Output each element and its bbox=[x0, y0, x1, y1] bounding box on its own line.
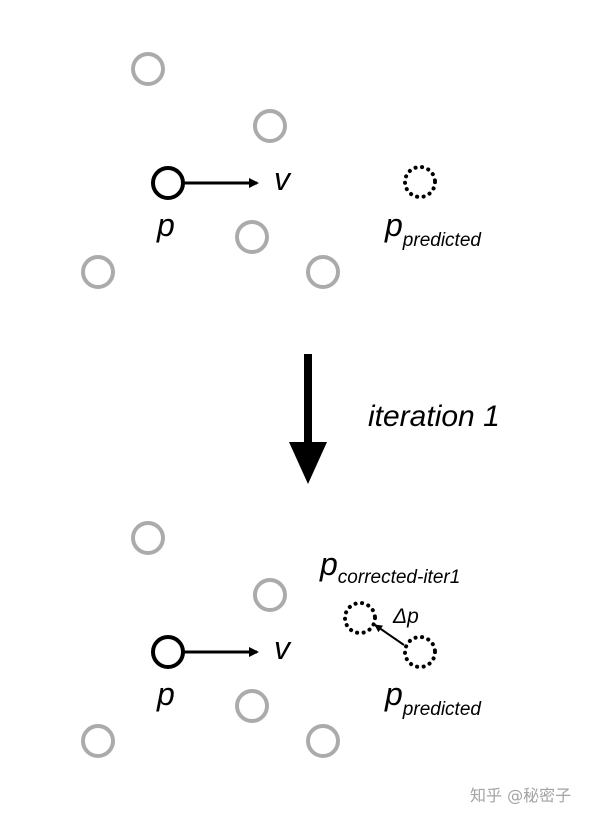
iteration-label: iteration 1 bbox=[368, 400, 500, 433]
predicted-label-subscript: predicted bbox=[402, 230, 483, 251]
predicted-label: ppredicted bbox=[384, 676, 482, 720]
corrected-particle bbox=[343, 601, 377, 635]
neighbor-particle bbox=[306, 724, 340, 758]
neighbor-particle bbox=[235, 220, 269, 254]
particle-p bbox=[151, 635, 185, 669]
watermark: 知乎 @秘密子 bbox=[470, 786, 571, 805]
predicted-particle bbox=[403, 165, 437, 199]
position-label: p bbox=[156, 676, 175, 712]
predicted-label-subscript: predicted bbox=[402, 699, 483, 720]
predicted-particle bbox=[403, 635, 437, 669]
corrected-label-base: p bbox=[319, 546, 338, 582]
neighbor-particle bbox=[306, 255, 340, 289]
neighbor-particle bbox=[253, 109, 287, 143]
velocity-label: v bbox=[274, 161, 292, 197]
predicted-label-base: p bbox=[384, 207, 403, 243]
iteration-arrow-head bbox=[289, 442, 327, 484]
neighbor-particle bbox=[81, 724, 115, 758]
neighbor-particle bbox=[253, 578, 287, 612]
neighbor-particle bbox=[81, 255, 115, 289]
iteration-transition: iteration 1 bbox=[289, 354, 500, 484]
velocity-label: v bbox=[274, 630, 292, 666]
neighbor-particle bbox=[131, 52, 165, 86]
predicted-label: ppredicted bbox=[384, 207, 482, 251]
corrected-label: pcorrected-iter1 bbox=[319, 546, 460, 588]
bottom-panel: v p pcorrected-iter1 Δp ppredicted bbox=[81, 521, 482, 758]
iteration-arrow-shaft bbox=[304, 354, 312, 446]
position-label: p bbox=[156, 207, 175, 243]
neighbor-particle bbox=[235, 689, 269, 723]
delta-p-label: Δp bbox=[392, 605, 419, 628]
neighbor-particle bbox=[131, 521, 165, 555]
corrected-label-subscript: corrected-iter1 bbox=[338, 567, 461, 588]
particle-p bbox=[151, 166, 185, 200]
top-panel: v p ppredicted bbox=[81, 52, 482, 289]
correction-arrow bbox=[374, 624, 405, 646]
predicted-label-base: p bbox=[384, 676, 403, 712]
